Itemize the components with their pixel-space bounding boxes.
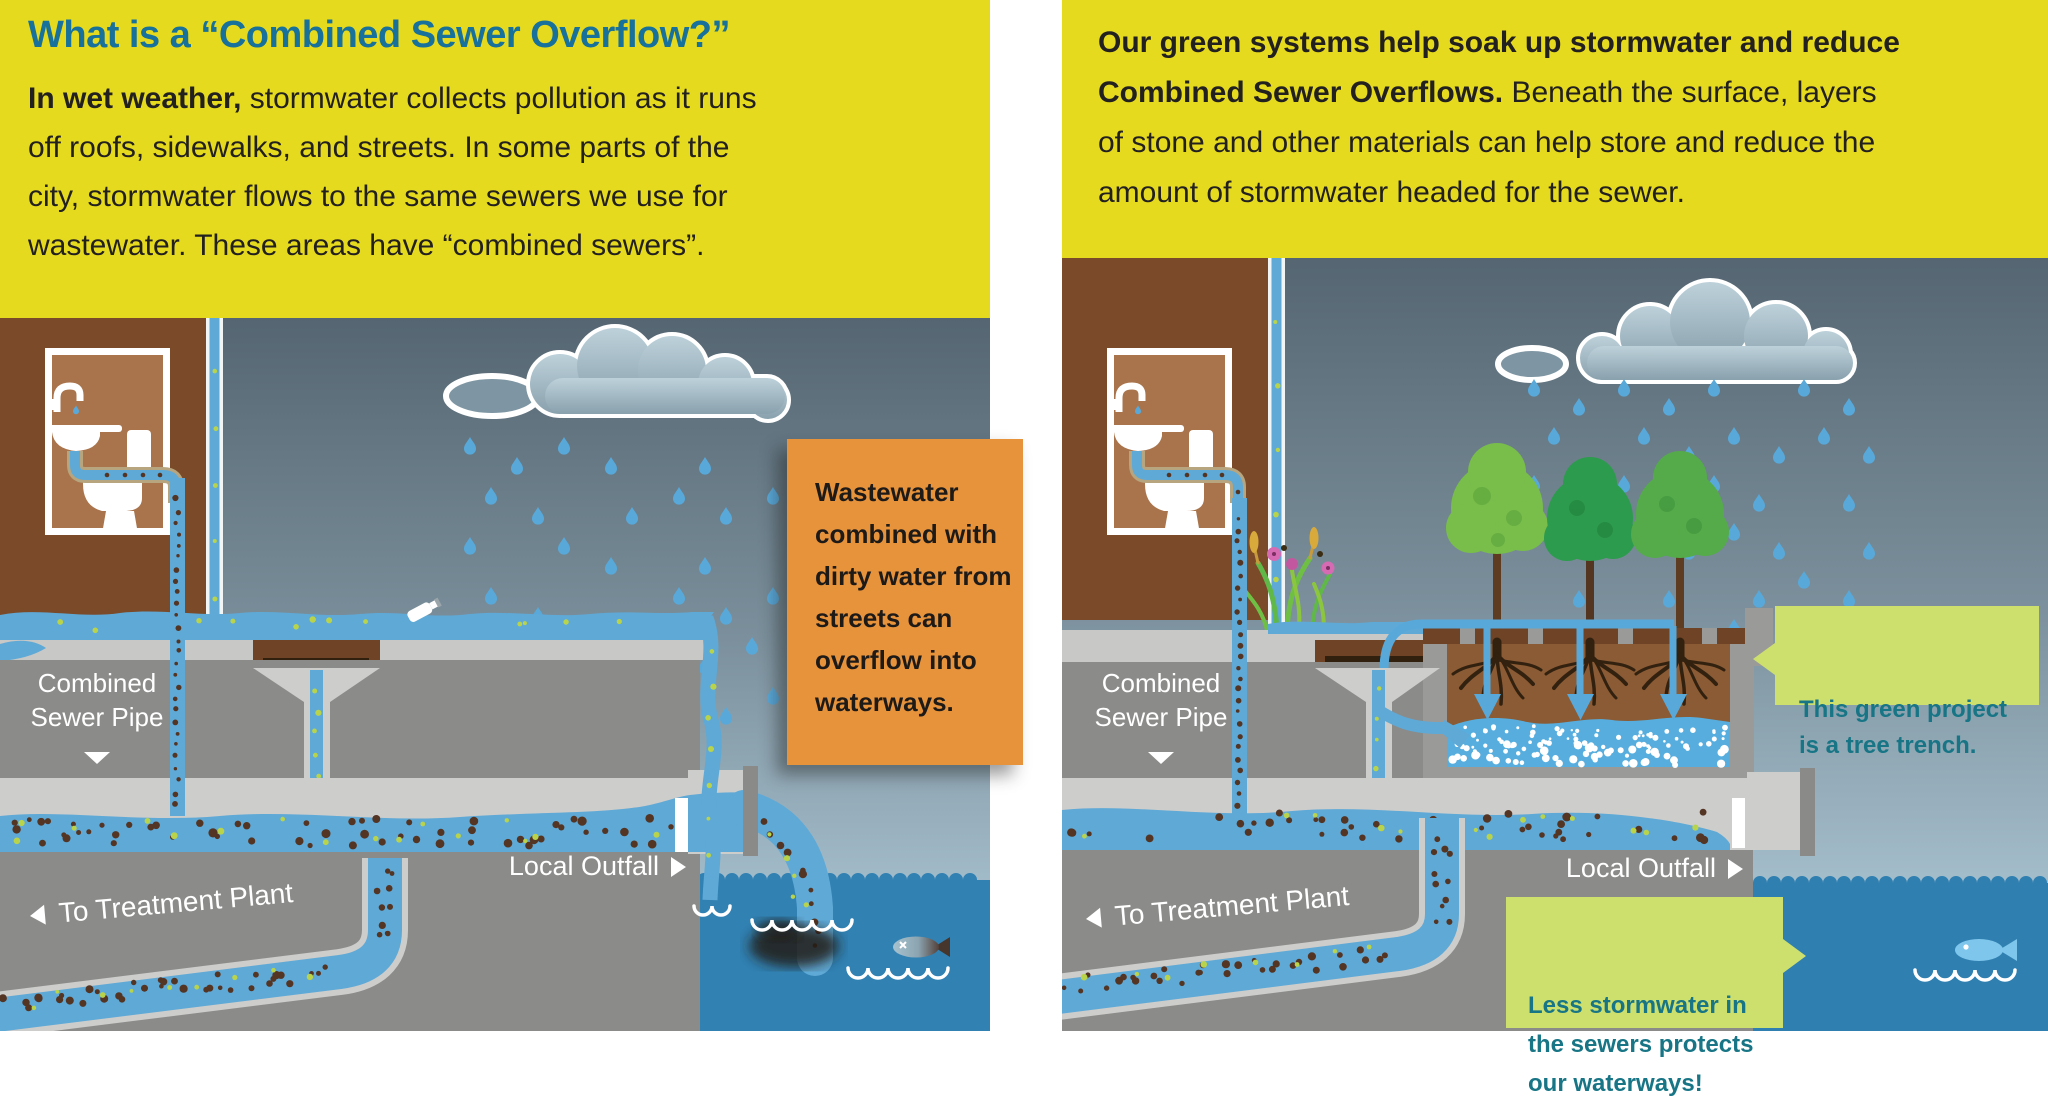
overflow-weir xyxy=(675,798,688,852)
panel-combined-sewer: What is a “Combined Sewer Overflow?” In … xyxy=(0,0,990,1031)
infiltration-arrows-icon xyxy=(1474,626,1687,720)
treatment-plant-pipe xyxy=(0,858,408,1031)
left-intro-bold: In wet weather, xyxy=(28,82,242,115)
outfall-pipe xyxy=(1747,772,1800,847)
overflow-weir xyxy=(1732,798,1745,848)
outfall-flange xyxy=(743,766,758,856)
callout-tail-icon xyxy=(1783,939,1806,973)
callout-overflow-warning: Wastewater combined with dirty water fro… xyxy=(787,439,1023,765)
local-outfall-text: Local Outfall xyxy=(508,851,659,881)
panel-green-systems: Our green systems help soak up stormwate… xyxy=(1062,0,2048,1031)
page-title: What is a “Combined Sewer Overflow?” xyxy=(28,14,731,56)
trench-inlet-pipe xyxy=(1374,704,1444,734)
street-overflow-stream xyxy=(698,615,722,901)
callout-tree-trench-text: This green project is a tree trench. xyxy=(1799,696,2008,759)
label-combined-sewer-pipe: Combined Sewer Pipe xyxy=(30,668,164,732)
callout-tree-trench: This green project is a tree trench. xyxy=(1753,606,2039,759)
trench-inlet-spout xyxy=(1444,720,1470,748)
native-plants xyxy=(1244,527,1335,633)
sewage-pollution-dots xyxy=(1067,808,1709,845)
right-intro-text: Our green systems help soak up stormwate… xyxy=(1098,18,2028,218)
label-local-outfall: Local Outfall xyxy=(1527,853,1743,884)
water-waves xyxy=(692,904,950,980)
water-waves xyxy=(1913,968,2017,982)
toilet-waste-pipe xyxy=(170,478,185,816)
right-intro-rest: Beneath the surface, layers of stone and… xyxy=(1098,76,1877,209)
callout-less-stormwater: Less stormwater in the sewers protects o… xyxy=(1506,897,1806,1097)
distribution-pipe xyxy=(1379,619,1674,671)
left-arrow-icon xyxy=(29,904,46,926)
trees xyxy=(1446,443,1729,634)
right-arrow-icon xyxy=(671,856,686,877)
right-arrow-icon xyxy=(1728,858,1743,879)
local-outfall-text: Local Outfall xyxy=(1565,853,1716,883)
rain-cloud-icon xyxy=(1495,278,1857,384)
left-arrow-icon xyxy=(1085,907,1102,929)
street-runoff-water xyxy=(1268,621,1424,634)
down-arrow-icon xyxy=(1148,752,1174,764)
curb-puddle xyxy=(0,640,46,661)
label-combined-sewer-pipe: Combined Sewer Pipe xyxy=(1094,668,1228,732)
label-local-outfall: Local Outfall xyxy=(470,851,686,882)
right-intro-bold: Our green systems help soak up stormwate… xyxy=(1098,26,1900,109)
callout-less-stormwater-text: Less stormwater in the sewers protects o… xyxy=(1528,992,1754,1097)
left-header: What is a “Combined Sewer Overflow?” In … xyxy=(0,0,990,318)
street-runoff-water xyxy=(0,611,714,640)
tree-trench xyxy=(1379,619,1754,779)
outfall-overflow-jet xyxy=(726,790,833,976)
outfall-flange xyxy=(1800,768,1815,856)
left-intro-rest: stormwater collects pollution as it runs… xyxy=(28,82,757,262)
waterway xyxy=(1753,876,2048,1031)
rain-cloud-icon xyxy=(443,324,791,423)
down-arrow-icon xyxy=(84,752,110,764)
treatment-plant-pipe xyxy=(1062,818,1465,1020)
street-litter-dots xyxy=(57,616,622,634)
left-intro-text: In wet weather, stormwater collects poll… xyxy=(28,74,964,270)
sewage-pollution-dots xyxy=(11,814,674,850)
litter-bottle-icon xyxy=(407,597,442,622)
combined-sewer-illustration xyxy=(0,318,990,1031)
callout-tail-icon xyxy=(1753,643,1775,675)
waterway xyxy=(697,873,990,1031)
right-header: Our green systems help soak up stormwate… xyxy=(1062,0,2048,258)
